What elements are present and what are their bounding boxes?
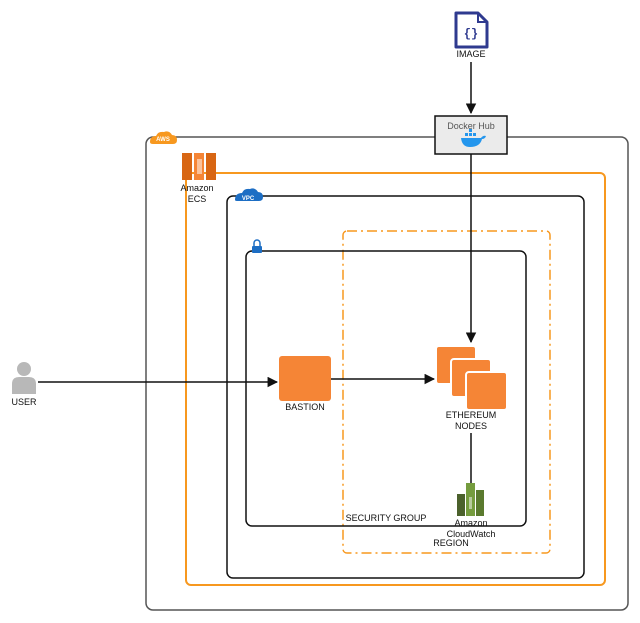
ecs-label-line1: Amazon xyxy=(180,183,213,193)
bastion-label: BASTION xyxy=(285,402,325,412)
aws-cloud-icon: AWS xyxy=(150,131,177,144)
ecs-label-line2: ECS xyxy=(188,194,207,204)
vpc-cloud-icon: VPC xyxy=(235,188,263,202)
security-group-boundary xyxy=(245,250,527,527)
ec2-instance-icon xyxy=(279,356,331,401)
image-label: IMAGE xyxy=(456,49,485,59)
region-boundary xyxy=(342,230,551,554)
region-label: REGION xyxy=(433,538,469,548)
cloudwatch-label-line2: CloudWatch xyxy=(447,529,496,539)
ethereum-label-line2: NODES xyxy=(455,421,487,431)
user-label: USER xyxy=(11,397,37,407)
security-group-label: SECURITY GROUP xyxy=(346,513,427,523)
json-file-icon: {} xyxy=(454,11,489,49)
docker-hub-label: Docker Hub xyxy=(447,121,495,131)
amazon-cloudwatch-icon xyxy=(457,483,484,516)
vpc-boundary xyxy=(226,195,585,579)
amazon-ecs-icon xyxy=(182,153,216,180)
cloudwatch-label-line1: Amazon xyxy=(454,518,487,528)
svg-text:{}: {} xyxy=(464,27,478,41)
user-icon xyxy=(12,362,36,394)
ethereum-label-line1: ETHEREUM xyxy=(446,410,497,420)
ec2-instances-stack-icon xyxy=(435,345,508,411)
docker-whale-icon xyxy=(461,129,486,147)
aws-badge-label: AWS xyxy=(156,137,170,143)
lock-icon xyxy=(252,239,262,253)
aws-cloud-boundary xyxy=(145,136,629,611)
ecs-cluster-boundary xyxy=(185,172,606,586)
vpc-badge-label: VPC xyxy=(242,196,255,202)
